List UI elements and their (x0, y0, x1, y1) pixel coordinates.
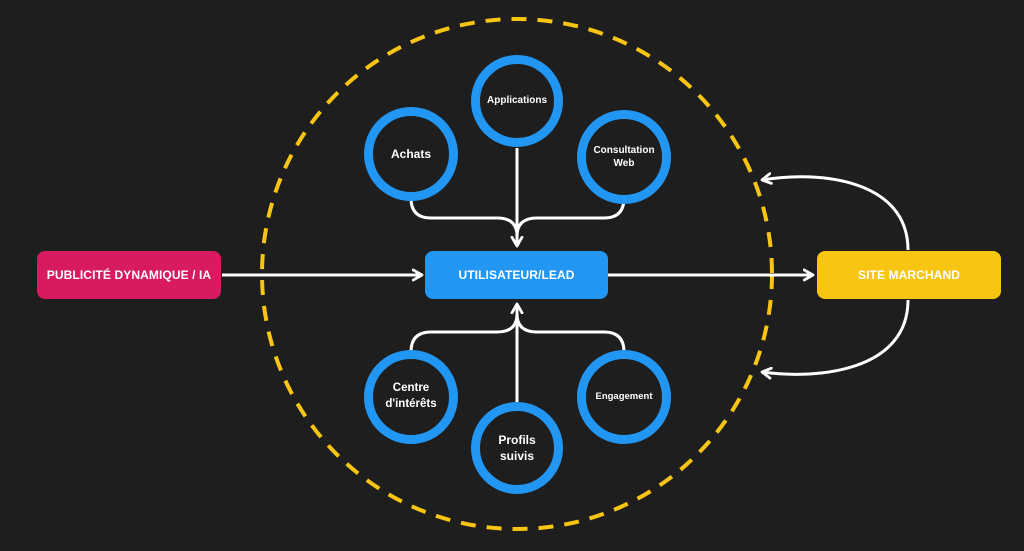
node-user-lead: UTILISATEUR/LEAD (425, 251, 608, 299)
bubble-applications: Applications (471, 55, 563, 147)
connector-achats (409, 197, 519, 237)
bubble-achats: Achats (364, 107, 458, 201)
bubble-consultation-web: Consultation Web (577, 110, 671, 204)
loop-arrow-bottom (762, 299, 910, 374)
node-dynamic-advertising: PUBLICITÉ DYNAMIQUE / IA (37, 251, 221, 299)
bubble-centre-interets: Centre d'intérêts (364, 350, 458, 444)
connector-consultation (515, 197, 626, 237)
bubble-profils-suivis: Profils suivis (471, 402, 563, 494)
node-merchant-site: SITE MARCHAND (817, 251, 1001, 299)
connector-centre (409, 313, 519, 353)
bubble-engagement: Engagement (577, 350, 671, 444)
loop-arrow-top (762, 177, 910, 251)
connector-engagement (515, 313, 626, 353)
